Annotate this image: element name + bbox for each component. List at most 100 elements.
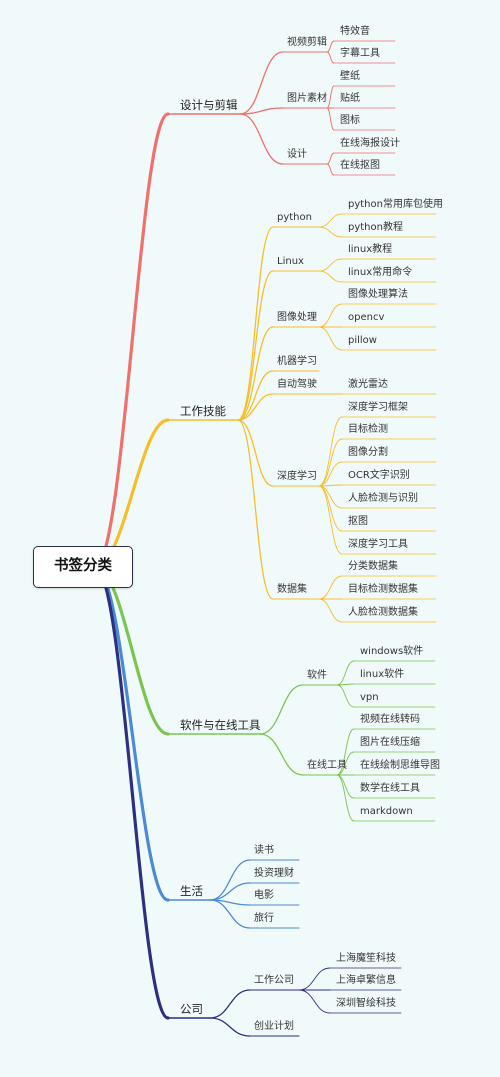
leaf-0-0-1[interactable]: 字幕工具 [340,48,380,59]
branch-0[interactable]: 设计与剪辑 [180,98,238,112]
sub-3-1[interactable]: 投资理财 [254,868,294,879]
sub-4-1[interactable]: 创业计划 [254,1021,294,1032]
leaf-line-0-0-1 [326,51,335,64]
sub-line-4-1 [209,1017,251,1037]
leaf-2-1-4[interactable]: markdown [360,806,413,817]
leaf-line-0-1-2 [326,107,335,131]
sub-line-0-0 [239,51,284,115]
leaf-line-1-5-1 [318,438,343,487]
leaf-1-0-0[interactable]: python常用库包使用 [348,199,443,210]
branch-line-4 [93,565,170,1020]
branch-line-0 [93,112,170,569]
leaf-4-0-1[interactable]: 上海卓繁信息 [336,975,396,986]
sub-line-1-5 [237,419,274,487]
leaf-1-5-4[interactable]: 人脸检测与识别 [348,493,418,504]
leaf-2-0-2[interactable]: vpn [360,692,379,703]
leaf-line-1-6-0 [318,575,343,600]
leaf-line-2-1-1 [336,751,355,776]
leaf-1-5-5[interactable]: 抠图 [348,516,368,527]
leaf-0-0-0[interactable]: 特效音 [340,26,370,37]
sub-line-4-0 [209,989,251,1019]
leaf-1-5-3[interactable]: OCR文字识别 [348,470,410,481]
sub-1-5[interactable]: 深度学习 [277,471,317,482]
sub-line-1-4 [237,393,274,421]
leaf-1-2-2[interactable]: pillow [348,335,377,346]
leaf-1-6-1[interactable]: 目标检测数据集 [348,584,418,595]
sub-1-4[interactable]: 自动驾驶 [277,379,317,390]
sub-3-3[interactable]: 旅行 [254,913,274,924]
branch-3[interactable]: 生活 [180,884,203,898]
branch-2[interactable]: 软件与在线工具 [180,718,261,732]
branch-4[interactable]: 公司 [180,1002,203,1016]
branch-1[interactable]: 工作技能 [180,404,226,418]
leaf-2-1-1[interactable]: 图片在线压缩 [360,737,420,748]
sub-line-2-0 [259,684,304,735]
leaf-line-1-5-6 [318,485,343,555]
leaf-line-0-2-1 [326,163,335,176]
leaf-line-2-1-3 [336,774,355,799]
sub-3-2[interactable]: 电影 [254,890,274,901]
leaf-1-5-0[interactable]: 深度学习框架 [348,402,408,413]
leaf-line-4-0-2 [298,989,331,1014]
leaf-2-0-1[interactable]: linux软件 [360,669,405,680]
sub-line-0-1 [239,107,284,115]
leaf-1-1-0[interactable]: linux教程 [348,244,393,255]
leaf-1-6-0[interactable]: 分类数据集 [348,561,398,572]
leaf-line-1-6-2 [318,598,343,623]
sub-1-1[interactable]: Linux [277,256,304,267]
sub-3-0[interactable]: 读书 [254,845,274,856]
leaf-0-2-1[interactable]: 在线抠图 [340,160,380,171]
sub-1-0[interactable]: python [277,212,312,223]
sub-4-0[interactable]: 工作公司 [254,975,294,986]
sub-line-3-0 [209,859,251,901]
leaf-1-5-2[interactable]: 图像分割 [348,447,388,458]
sub-line-1-6 [237,419,274,600]
leaf-4-0-0[interactable]: 上海魔笙科技 [336,953,396,964]
leaf-1-0-1[interactable]: python教程 [348,222,403,233]
leaf-0-1-2[interactable]: 图标 [340,115,360,126]
leaf-line-1-5-5 [318,485,343,532]
sub-2-0[interactable]: 软件 [307,670,327,681]
leaf-line-2-0-2 [336,684,355,708]
leaf-0-2-0[interactable]: 在线海报设计 [340,138,400,149]
sub-0-2[interactable]: 设计 [287,149,307,160]
leaf-line-1-0-1 [318,226,343,238]
leaf-line-0-2-0 [326,152,335,165]
leaf-4-0-2[interactable]: 深圳智绘科技 [336,998,396,1009]
leaf-line-1-5-0 [318,416,343,487]
leaf-2-0-0[interactable]: windows软件 [360,646,424,657]
leaf-2-1-2[interactable]: 在线绘制思维导图 [360,760,440,771]
leaf-1-2-1[interactable]: opencv [348,312,385,323]
leaf-line-2-1-4 [336,774,355,822]
leaf-line-1-5-4 [318,485,343,509]
leaf-line-2-1-0 [336,728,355,776]
sub-0-1[interactable]: 图片素材 [287,93,327,104]
leaf-0-1-0[interactable]: 壁纸 [340,71,360,82]
sub-1-2[interactable]: 图像处理 [277,312,317,323]
sub-line-1-2 [237,326,274,421]
leaf-1-5-6[interactable]: 深度学习工具 [348,539,408,550]
sub-0-0[interactable]: 视频剪辑 [287,37,327,48]
leaf-1-5-1[interactable]: 目标检测 [348,424,388,435]
leaf-1-1-1[interactable]: linux常用命令 [348,267,413,278]
sub-1-3[interactable]: 机器学习 [277,356,317,367]
leaf-2-1-0[interactable]: 视频在线转码 [360,714,420,725]
leaf-line-4-0-0 [298,967,331,991]
leaf-line-0-1-0 [326,85,335,109]
sub-line-3-3 [209,899,251,929]
leaf-1-6-2[interactable]: 人脸检测数据集 [348,607,418,618]
leaf-line-1-5-2 [318,461,343,487]
leaf-line-1-0-0 [318,213,343,228]
sub-2-1[interactable]: 在线工具 [307,760,347,771]
leaf-2-1-3[interactable]: 数学在线工具 [360,783,420,794]
leaf-1-4-0[interactable]: 激光雷达 [348,379,388,390]
sub-1-6[interactable]: 数据集 [277,584,307,595]
leaf-line-0-0-0 [326,40,335,53]
leaf-line-1-1-1 [318,270,343,283]
leaf-1-2-0[interactable]: 图像处理算法 [348,289,408,300]
leaf-line-1-2-2 [318,326,343,351]
sub-line-0-2 [239,113,284,165]
root-node[interactable]: 书签分类 [33,546,133,588]
leaf-0-1-1[interactable]: 贴纸 [340,93,360,104]
